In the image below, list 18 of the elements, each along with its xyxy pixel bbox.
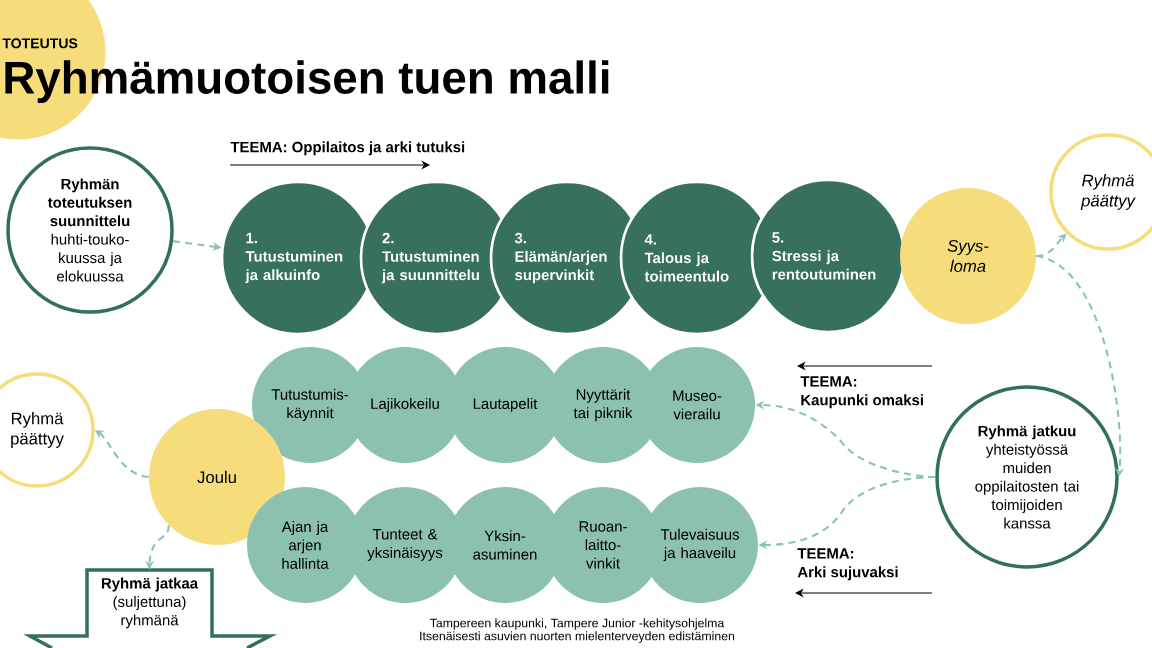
arrow <box>1036 255 1125 477</box>
node-label: Tunteet & yksinäisyys <box>367 529 443 561</box>
theme-label: Arki sujuvaksi <box>797 566 898 581</box>
footer-text: Itsenäisesti asuvien nuorten mielenterveyden edistäminen <box>420 631 735 643</box>
node-label: Ruoan- laitto- vinkit <box>579 521 627 569</box>
node-label: Yksin- asuminen <box>473 530 537 560</box>
node-label: Lajikokeilu <box>371 398 439 412</box>
theme-label: TEEMA: <box>797 548 854 559</box>
theme-label: TEEMA: <box>800 376 857 387</box>
node-label: Museo- vierailu <box>673 390 722 420</box>
node-label: Nyyttärit tai piknik <box>573 388 633 422</box>
section-label: TOTEUTUS <box>2 38 78 49</box>
node-label: Tulevaisuus ja haaveilu <box>660 528 740 562</box>
theme-label: Kaupunki omaksi <box>801 394 923 409</box>
title: Ryhmämuotoisen tuen malli <box>5 60 609 103</box>
footer-text: Tampereen kaupunki, Tampere Junior -kehitysohjelma <box>429 618 725 630</box>
node-label: Lautapelit <box>473 398 538 412</box>
theme-label: TEEMA: Oppilaitos ja arki tutuksi <box>230 141 465 156</box>
